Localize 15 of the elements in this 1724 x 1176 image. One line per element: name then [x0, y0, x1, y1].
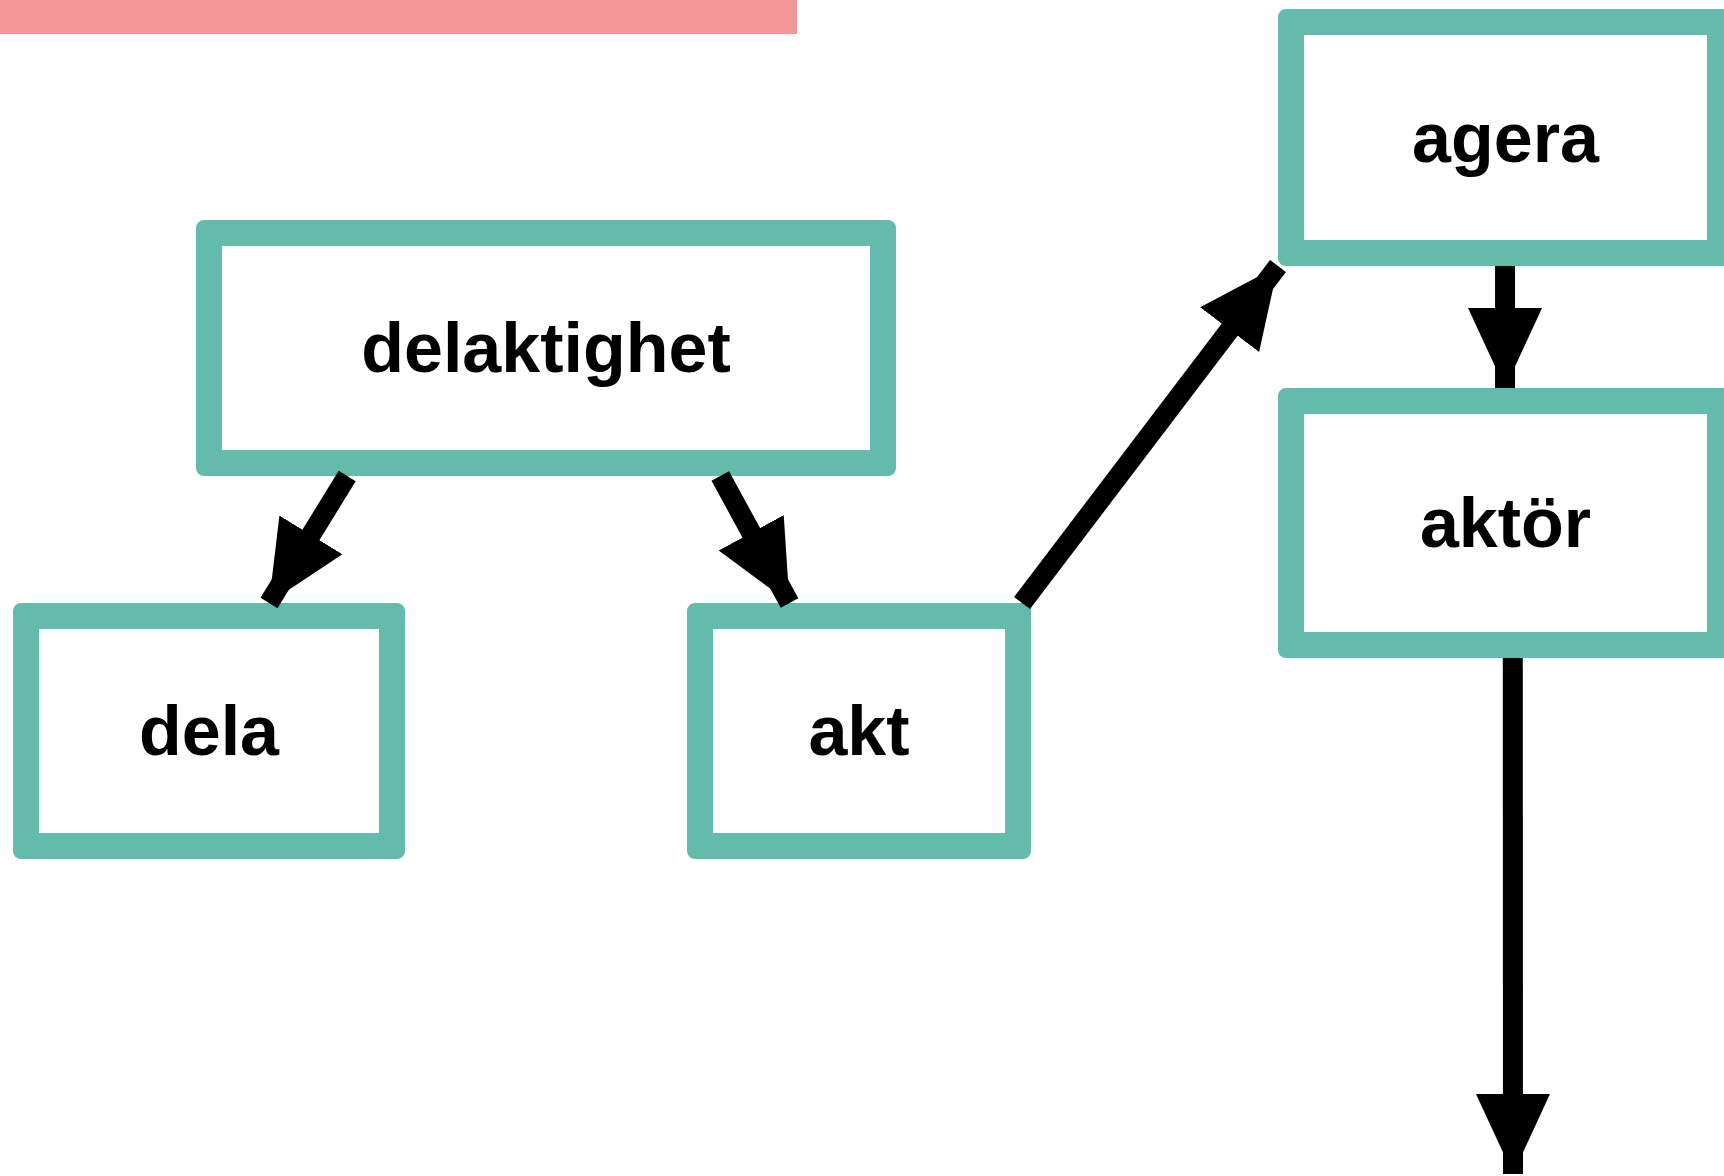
- arrow: [1475, 658, 1550, 1174]
- term-box: [1278, 9, 1724, 266]
- arrow: [711, 471, 799, 608]
- term-box: [1278, 388, 1724, 658]
- arrow: [1014, 259, 1286, 610]
- arrow: [260, 470, 356, 609]
- term-label: dela: [138, 691, 280, 771]
- arrow: [1468, 266, 1543, 388]
- term-box: [196, 220, 896, 476]
- term-label: akt: [808, 691, 910, 771]
- term-box: [13, 603, 405, 859]
- term-label: delaktighet: [361, 308, 731, 388]
- term-box: [687, 603, 1031, 859]
- term-label: aktör: [1419, 483, 1592, 563]
- term-label: agera: [1412, 97, 1599, 178]
